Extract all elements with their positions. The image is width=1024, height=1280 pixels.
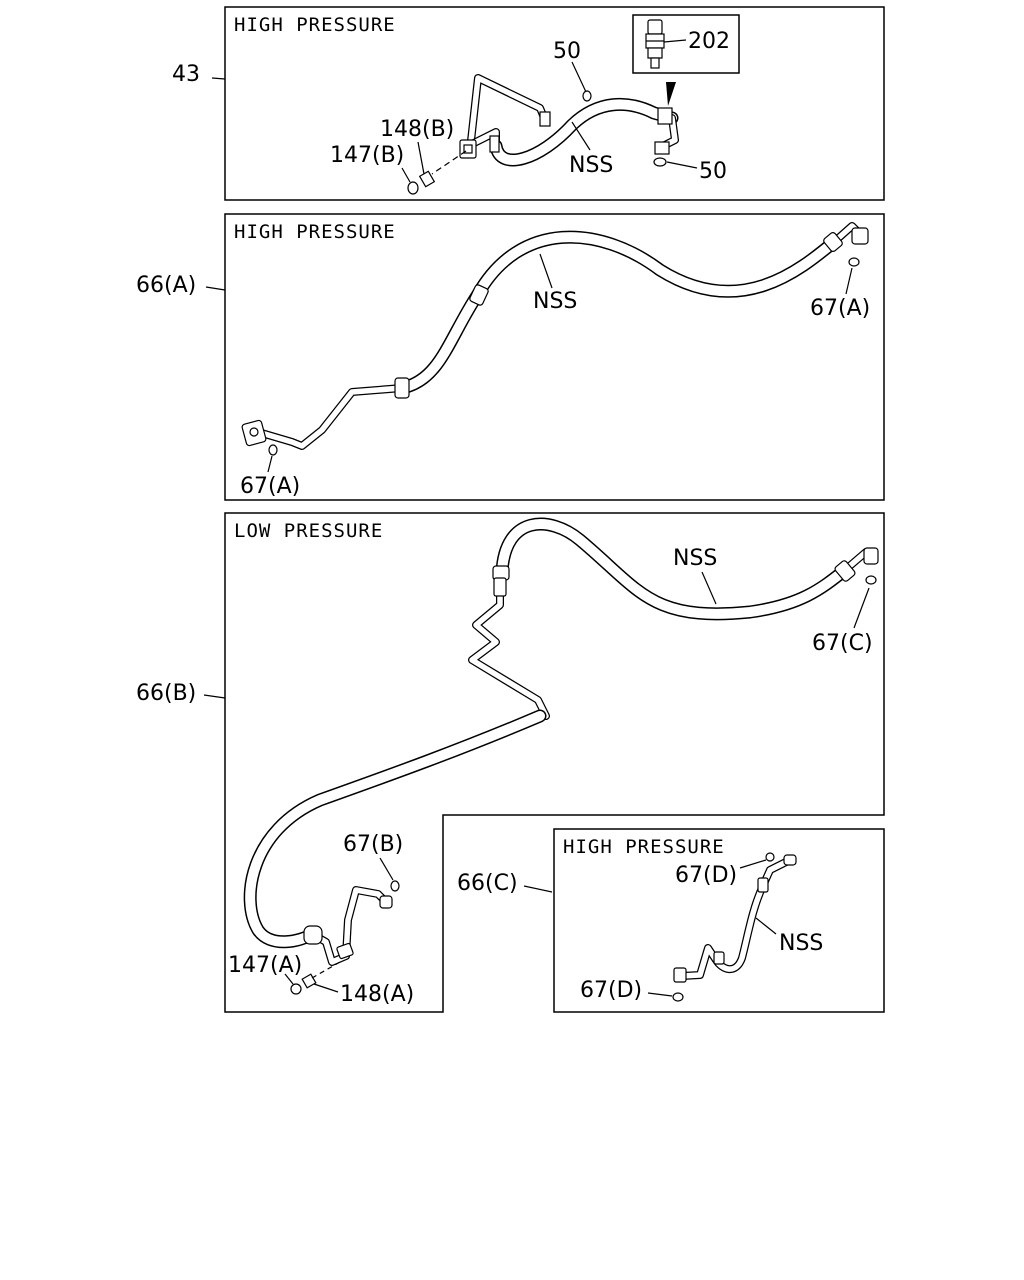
install-arrow xyxy=(666,82,676,106)
fittings-66b xyxy=(303,547,879,960)
ref-66c-label: 66(C) xyxy=(457,871,518,896)
callout-50-top: 50 xyxy=(553,39,581,64)
panel-66b-frame xyxy=(224,512,885,1013)
pressure-sensor-202 xyxy=(645,19,665,69)
sensor-inset-frame xyxy=(632,14,740,74)
leader-67a-left xyxy=(267,455,273,473)
oring-67d-top xyxy=(765,852,775,862)
fittings-66a xyxy=(241,227,869,447)
callout-147b: 147(B) xyxy=(330,143,404,168)
nut-147a xyxy=(290,983,302,995)
callout-nss-66a: NSS xyxy=(533,289,577,314)
panel-66a-frame xyxy=(224,213,885,501)
panel-66a: HIGH PRESSURE 66(A) NSS 67(A) xyxy=(136,213,885,501)
callout-nss-66b: NSS xyxy=(673,546,717,571)
callout-67a-left: 67(A) xyxy=(240,474,300,499)
bolt-guide-line xyxy=(431,150,467,175)
leader-nss-43 xyxy=(571,121,591,151)
hose-66a xyxy=(395,230,841,395)
leader-nss-66c xyxy=(755,917,777,935)
ref-66b-leader xyxy=(203,694,226,699)
leader-nss-66b xyxy=(701,571,717,605)
nut-147b xyxy=(407,181,419,195)
pipe-66a-left xyxy=(254,384,406,450)
callout-nss-43: NSS xyxy=(569,153,613,178)
leader-147b xyxy=(401,167,411,183)
leader-67d-top xyxy=(739,859,767,869)
oring-50-top xyxy=(582,90,592,102)
leader-148b xyxy=(417,141,425,175)
panel-43-header: HIGH PRESSURE xyxy=(234,14,396,36)
panel-43-frame xyxy=(224,6,885,201)
callout-50-bottom: 50 xyxy=(699,159,727,184)
pipe-66b-end xyxy=(308,886,392,966)
callout-67d-bottom: 67(D) xyxy=(580,978,642,1003)
oring-67c xyxy=(865,575,877,585)
ref-66c-leader xyxy=(523,885,553,893)
ref-66b-label: 66(B) xyxy=(136,681,196,706)
callout-148a: 148(A) xyxy=(340,982,414,1007)
leader-nss-66a xyxy=(539,253,553,289)
fittings-66c xyxy=(673,854,797,983)
callout-nss-66c: NSS xyxy=(779,931,823,956)
panel-66b: LOW PRESSURE 66(B) xyxy=(136,512,885,1013)
leader-67a-right xyxy=(845,267,853,295)
callout-147a: 147(A) xyxy=(228,953,302,978)
leader-50-bottom xyxy=(666,161,698,169)
fittings-43 xyxy=(459,107,673,159)
bolt-148a xyxy=(301,973,317,989)
ref-43-label: 43 xyxy=(172,62,200,87)
panel-66c-header: HIGH PRESSURE xyxy=(563,836,725,858)
leader-202 xyxy=(663,39,687,43)
leader-50-top xyxy=(571,61,587,93)
callout-202: 202 xyxy=(688,29,730,54)
ref-43-leader xyxy=(211,77,226,80)
leader-67c xyxy=(853,587,870,629)
ref-66a-leader xyxy=(205,286,226,291)
hose-66b-lower xyxy=(243,709,547,949)
leader-67d-bottom xyxy=(647,992,673,997)
oring-67a-right xyxy=(848,257,860,267)
callout-67b: 67(B) xyxy=(343,832,403,857)
callout-148b: 148(B) xyxy=(380,117,454,142)
panel-66a-header: HIGH PRESSURE xyxy=(234,221,396,243)
hose-66b-upper xyxy=(495,517,852,621)
leader-67b xyxy=(379,857,394,881)
callout-67a-right: 67(A) xyxy=(810,296,870,321)
oring-67b xyxy=(390,880,400,892)
callout-67d-top: 67(D) xyxy=(675,863,737,888)
pipe-43 xyxy=(466,74,549,154)
panel-66c: HIGH PRESSURE 66(C) 67(D) NSS 67(D) xyxy=(457,828,885,1013)
oring-50-bottom xyxy=(653,157,667,167)
panel-66b-header: LOW PRESSURE xyxy=(234,520,383,542)
oring-67d-bottom xyxy=(672,992,684,1002)
leader-148a xyxy=(313,983,339,993)
ref-66a-label: 66(A) xyxy=(136,273,196,298)
panel-43: HIGH PRESSURE 43 202 xyxy=(172,6,885,201)
panel-66c-frame xyxy=(553,828,885,1013)
oring-67a-left xyxy=(268,444,278,456)
callout-67c: 67(C) xyxy=(812,631,873,656)
leader-147a xyxy=(284,973,294,985)
hose-43 xyxy=(489,97,679,167)
bolt-guide-line-66b xyxy=(311,961,341,979)
